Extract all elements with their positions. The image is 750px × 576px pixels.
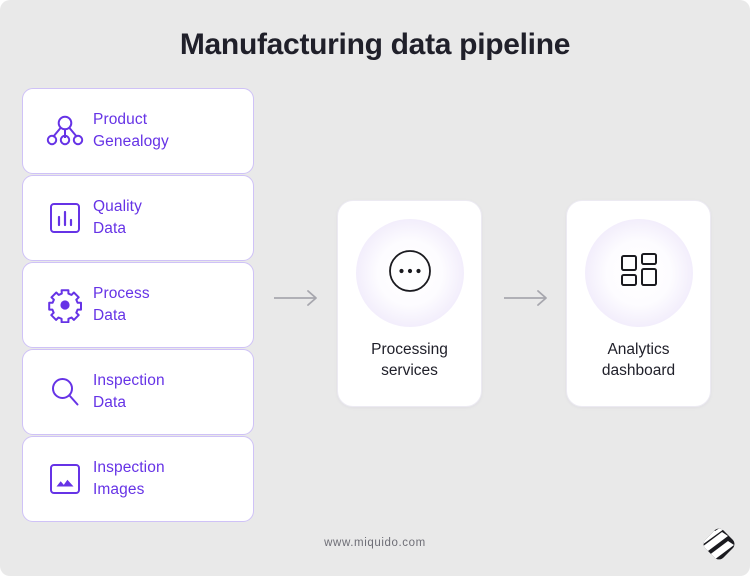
data-source-label: Quality Data bbox=[93, 198, 142, 237]
data-source-card-inspection-images[interactable]: Inspection Images bbox=[22, 436, 254, 522]
bar-chart-icon bbox=[37, 194, 93, 242]
data-source-card-inspection-data[interactable]: Inspection Data bbox=[22, 349, 254, 435]
data-source-label: Product Genealogy bbox=[93, 111, 169, 150]
hierarchy-icon bbox=[37, 107, 93, 155]
arrow-right-icon bbox=[502, 288, 552, 308]
gear-icon bbox=[37, 281, 93, 329]
stage-card-processing-services[interactable]: Processing services bbox=[337, 200, 482, 407]
data-source-card-process-data[interactable]: Process Data bbox=[22, 262, 254, 348]
arrow-right-icon bbox=[272, 288, 322, 308]
stage-card-analytics-dashboard[interactable]: Analytics dashboard bbox=[566, 200, 711, 407]
stage-label: Analytics dashboard bbox=[601, 341, 676, 379]
miquido-logo bbox=[702, 527, 736, 561]
stage-label: Processing services bbox=[371, 341, 448, 379]
dashboard-grid-icon bbox=[618, 250, 660, 297]
data-source-label: Inspection Images bbox=[93, 459, 165, 498]
page-title: Manufacturing data pipeline bbox=[179, 28, 571, 61]
data-source-card-quality-data[interactable]: Quality Data bbox=[22, 175, 254, 261]
icon-glow bbox=[355, 219, 464, 327]
data-source-label: Inspection Data bbox=[93, 372, 165, 411]
footer-url[interactable]: www.miquido.com bbox=[324, 537, 426, 549]
icon-glow bbox=[584, 219, 693, 327]
magnifier-icon bbox=[37, 368, 93, 416]
data-source-list: Product Genealogy Quality Data Proce bbox=[22, 88, 254, 522]
data-source-label: Process Data bbox=[93, 285, 150, 324]
data-source-card-product-genealogy[interactable]: Product Genealogy bbox=[22, 88, 254, 174]
dots-circle-icon bbox=[387, 248, 433, 299]
image-icon bbox=[37, 455, 93, 503]
